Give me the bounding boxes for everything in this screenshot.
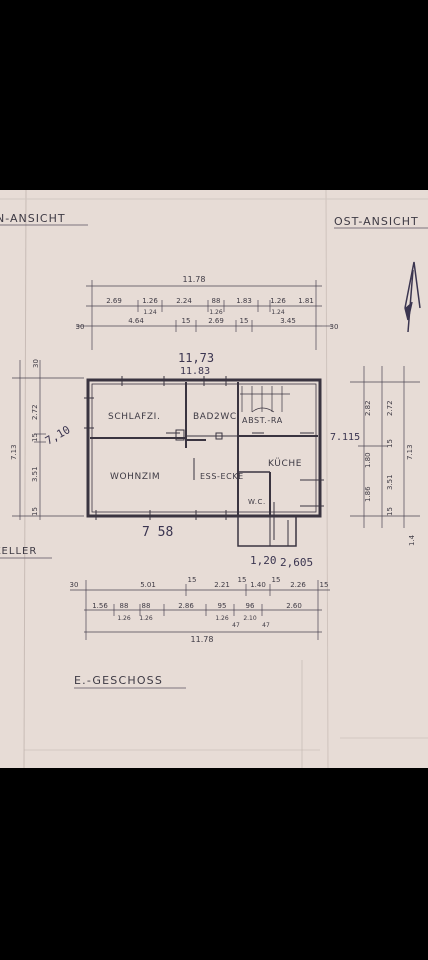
dim-text: 2.10 xyxy=(243,615,257,622)
room-label: WOHNZIM xyxy=(110,472,160,482)
bottom-dim-row-2: 1.56 88 88 2.86 95 96 2.60 xyxy=(92,602,302,610)
paper-fold-line xyxy=(325,190,329,768)
left-vertical-dims: 30 2.72 15 3.51 15 7.13 xyxy=(10,359,40,516)
dim-text: 15 xyxy=(386,439,394,448)
handwritten-note: 2,605 xyxy=(280,556,313,569)
dim-text: 2.86 xyxy=(178,602,194,610)
windows xyxy=(84,376,324,520)
room-label: SCHLAFZI. xyxy=(108,412,160,422)
dim-text: 15 xyxy=(238,576,247,584)
dim-text: 88 xyxy=(120,602,129,610)
dim-text: 2.60 xyxy=(286,602,302,610)
dim-text: 1.26 xyxy=(117,615,131,622)
dim-text: 7.13 xyxy=(406,444,414,460)
dim-text: 2.24 xyxy=(176,297,192,305)
dim-text: 30 xyxy=(70,581,79,589)
dim-text: 3.45 xyxy=(280,317,296,325)
dim-text: 2.21 xyxy=(214,581,230,589)
dim-text: 1.80 xyxy=(364,452,372,468)
dim-text: 3.51 xyxy=(31,466,39,482)
floor-title: E.-GESCHOSS xyxy=(74,674,163,687)
dim-text: 30 xyxy=(330,323,339,331)
dim-text: 15 xyxy=(386,507,394,516)
dim-text: 5.01 xyxy=(140,581,156,589)
dim-text: 1.26 xyxy=(209,309,223,316)
dim-text: 15 xyxy=(188,576,197,584)
dim-text: 15 xyxy=(272,576,281,584)
dim-text: 3.51 xyxy=(386,474,394,490)
staircase xyxy=(240,386,290,413)
dim-text: 96 xyxy=(246,602,255,610)
dim-row-2: 30 4.64 15 2.69 15 3.45 30 xyxy=(76,317,339,331)
dim-text: 2.69 xyxy=(106,297,122,305)
dim-text: 1.40 xyxy=(250,581,266,589)
dim-text: 30 xyxy=(32,359,40,368)
dim-text: 1.26 xyxy=(139,615,153,622)
dim-row-1-sub: 1.24 1.26 1.24 xyxy=(143,309,285,316)
dim-text: 1.83 xyxy=(236,297,252,305)
faint-construction-lines xyxy=(24,660,428,768)
dim-text: 15 xyxy=(182,317,191,325)
bottom-dim-row-1: 30 5.01 15 2.21 15 1.40 15 2.26 15 xyxy=(70,576,329,589)
handwritten-right-height: 7.115 xyxy=(330,432,360,443)
dim-row-1: 2.69 1.26 2.24 88 1.83 1.26 1.81 xyxy=(106,297,314,305)
room-label: KÜCHE xyxy=(268,458,302,469)
dim-text: 7.13 xyxy=(10,444,18,460)
paper-fold-line xyxy=(23,190,27,768)
left-side-label: KELLER xyxy=(0,546,37,557)
bottom-dim-row-2-sub: 1.26 1.26 1.26 2.10 47 47 xyxy=(117,615,270,629)
handwritten-note: 1,20 xyxy=(250,554,277,567)
dim-text: 95 xyxy=(218,602,227,610)
dim-text: 15 xyxy=(240,317,249,325)
dim-text: 1.24 xyxy=(271,309,285,316)
handwritten-overall-2: 11.83 xyxy=(180,366,210,377)
dim-text: 2.82 xyxy=(364,400,372,416)
dim-text: 47 xyxy=(232,622,240,629)
dim-text: 1.56 xyxy=(92,602,108,610)
dim-text: 1.86 xyxy=(364,486,372,502)
dim-text: 88 xyxy=(212,297,221,305)
handwritten-width: 7 58 xyxy=(142,525,173,540)
room-label: ABST.-RA xyxy=(242,416,283,425)
north-arrow-icon xyxy=(404,261,421,333)
dim-text: 1.26 xyxy=(215,615,229,622)
blueprint-photo: N-ANSICHT OST-ANSICHT 11.78 2.69 1.26 2.… xyxy=(0,190,428,768)
walls xyxy=(86,378,322,547)
room-label: BAD2WC xyxy=(193,412,237,422)
dim-text: 15 xyxy=(31,507,39,516)
dim-text: 2.69 xyxy=(208,317,224,325)
dim-text: 2.72 xyxy=(31,404,39,420)
dim-text: 1.4 xyxy=(408,534,416,546)
right-view-heading: OST-ANSICHT xyxy=(334,215,419,228)
dim-text: 1.26 xyxy=(270,297,286,305)
room-label: W.C. xyxy=(248,498,266,506)
dim-text: 2.26 xyxy=(290,581,306,589)
room-label: ESS-ECKE xyxy=(200,472,244,481)
dim-text: 15 xyxy=(31,433,39,442)
dim-text: 4.64 xyxy=(128,317,144,325)
dim-text: 47 xyxy=(262,622,270,629)
left-view-heading: N-ANSICHT xyxy=(0,212,66,225)
dim-text: 1.81 xyxy=(298,297,314,305)
dim-text: 1.24 xyxy=(143,309,157,316)
dim-text: 15 xyxy=(320,581,329,589)
handwritten-overall: 11,73 xyxy=(178,351,214,365)
dim-text: 88 xyxy=(142,602,151,610)
interior-details xyxy=(166,429,314,546)
handwritten-height-left: 7,10 xyxy=(43,423,72,448)
dim-text: 2.72 xyxy=(386,400,394,416)
dim-text: 1.26 xyxy=(142,297,158,305)
dim-text: 30 xyxy=(76,323,85,331)
floor-plan-drawing: N-ANSICHT OST-ANSICHT 11.78 2.69 1.26 2.… xyxy=(0,190,428,768)
dim-overall-bottom: 11.78 xyxy=(191,635,214,644)
right-vertical-dims: 2.82 2.72 1.80 15 1.86 3.51 7.13 15 1.4 xyxy=(364,400,416,546)
dim-overall-top: 11.78 xyxy=(183,275,206,284)
